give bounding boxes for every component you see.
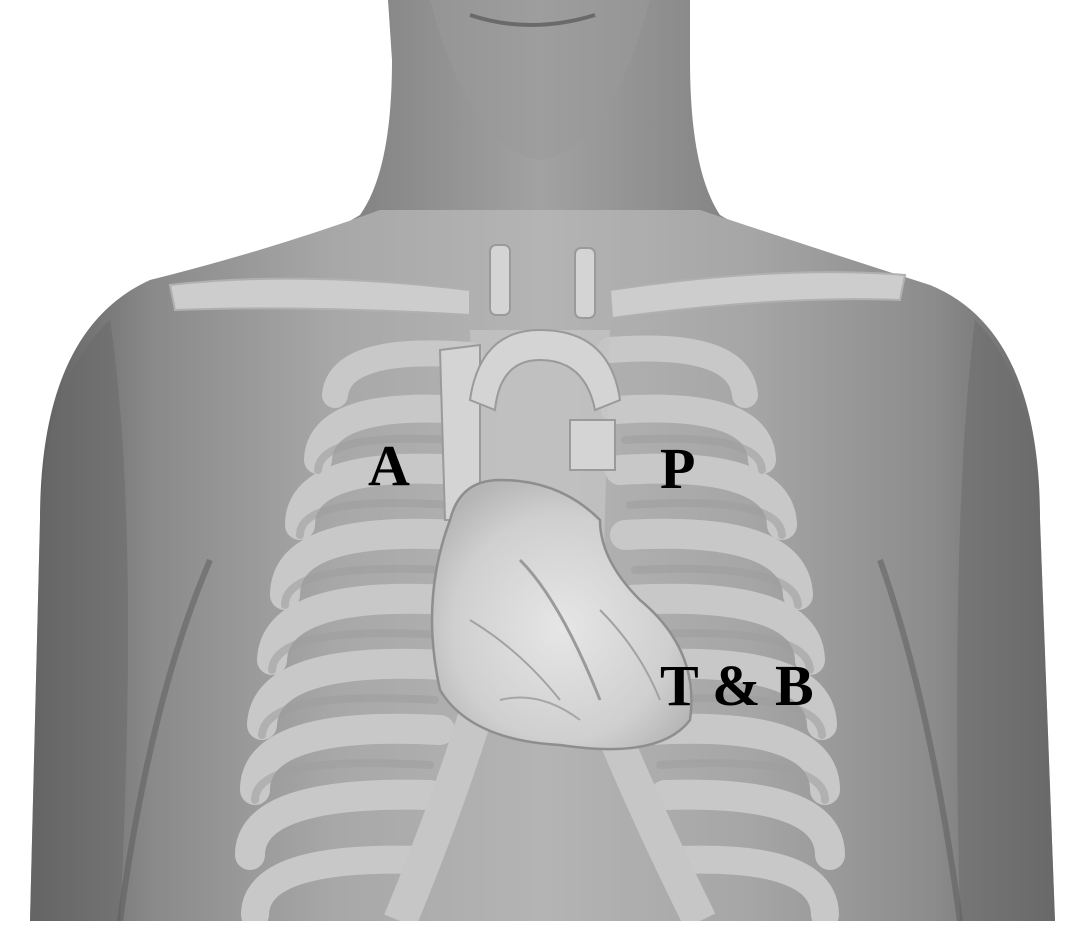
tricuspid-bicuspid-area-label: T & B [660, 657, 814, 715]
pulmonic-area-label: P [660, 440, 695, 498]
aortic-area-label: A [368, 437, 410, 495]
